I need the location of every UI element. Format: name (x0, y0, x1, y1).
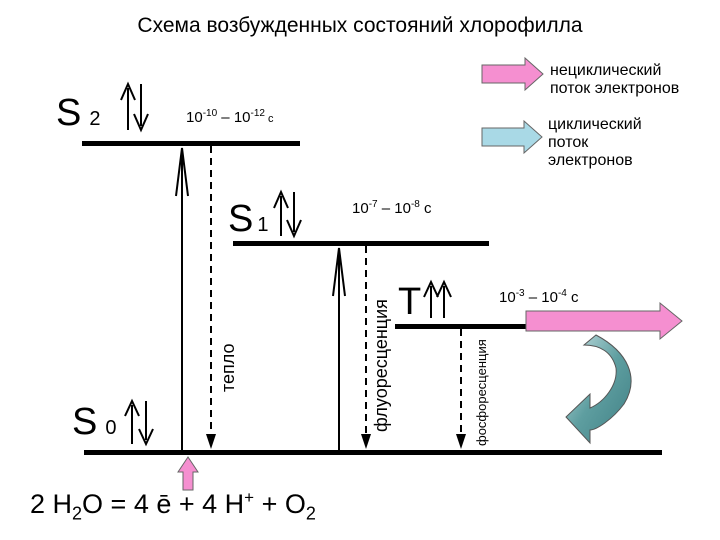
level-s1-line (233, 241, 489, 246)
cyclic-legend-arrow (481, 119, 543, 155)
fluorescence-arrow (361, 246, 371, 449)
time-s2: 10-10 – 10-12 с (186, 108, 274, 126)
excitation-arrow-s0-s1 (332, 247, 346, 450)
level-s2-line (82, 141, 300, 146)
light-input-arrow (177, 456, 199, 491)
level-s0-line (84, 450, 662, 455)
phosphorescence-arrow (456, 329, 466, 449)
noncyclic-flow-arrow (525, 301, 683, 341)
excitation-arrow-s0-s2 (175, 147, 189, 450)
page-title: Схема возбужденных состояний хлорофилла (137, 14, 583, 37)
phosphorescence-label: фосфоресценция (474, 339, 489, 446)
noncyclic-legend-arrow (481, 56, 544, 92)
fluorescence-label: флуоресценция (371, 299, 391, 432)
time-s1: 10-7 – 10-8 с (352, 199, 432, 217)
spin-arrows-s1 (273, 189, 302, 239)
legend-cyclic-text: циклический поток электронов (548, 116, 642, 169)
water-splitting-equation: 2 H2O = 4 ē + 4 H+ + O2 (30, 488, 316, 524)
spin-arrows-t (423, 279, 452, 318)
legend-noncyclic-text: нециклический поток электронов (550, 62, 680, 97)
spin-arrows-s2 (120, 81, 149, 133)
level-t-label: T (398, 281, 422, 323)
cyclic-flow-curve (565, 334, 632, 445)
spin-arrows-s0 (124, 398, 154, 447)
time-t: 10-3 – 10-4 с (499, 288, 579, 306)
heat-arrow (206, 146, 216, 449)
level-t-line (395, 324, 540, 329)
heat-label: тепло (218, 343, 238, 392)
